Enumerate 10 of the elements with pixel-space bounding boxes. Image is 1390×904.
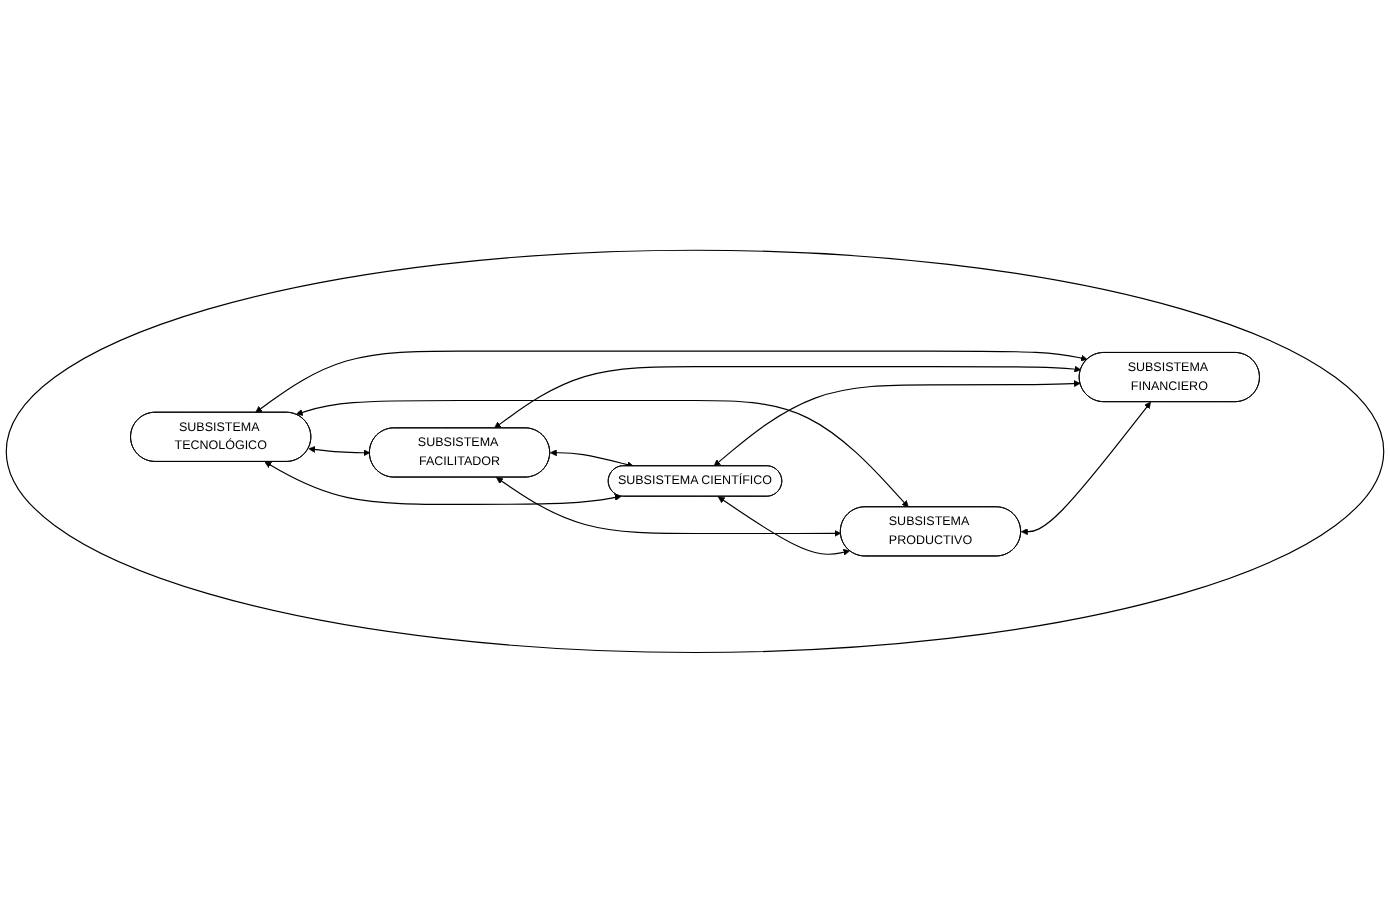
arrow (264, 462, 622, 506)
arrow (308, 446, 371, 457)
arrow (255, 351, 1088, 414)
arrow (1021, 402, 1151, 536)
arrow (496, 477, 842, 538)
arrow (713, 380, 1081, 467)
arrow (295, 400, 909, 509)
arrow (550, 449, 634, 469)
arrow (717, 497, 851, 557)
arrow (494, 366, 1082, 429)
